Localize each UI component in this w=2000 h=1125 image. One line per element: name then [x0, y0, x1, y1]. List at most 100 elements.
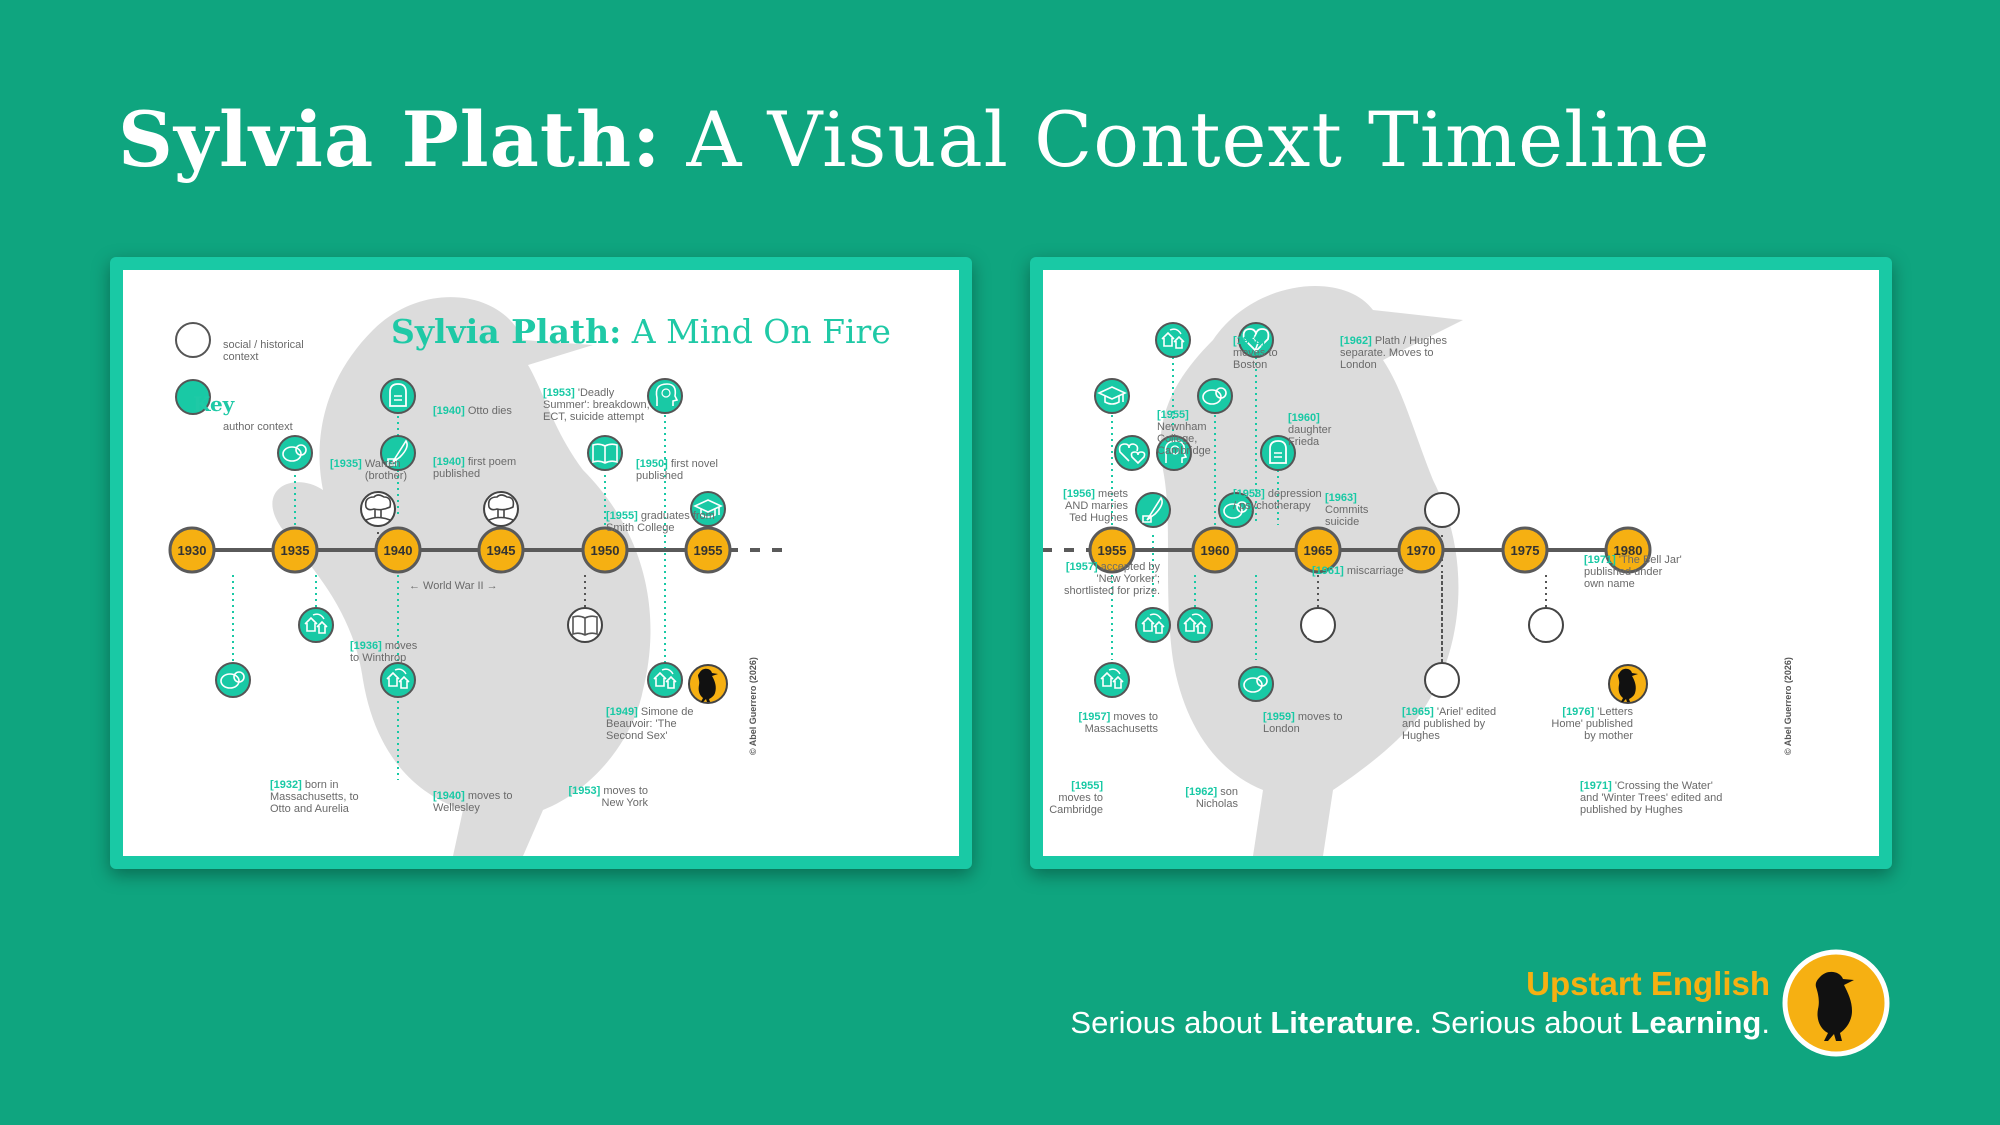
head-icon — [1164, 440, 1188, 463]
timeline-diagram-left: 1930 1935 1940 1945 1950 1955 — [168, 322, 788, 780]
year-marker-1970: 1970 — [1397, 526, 1445, 574]
frieda-marker — [1197, 378, 1233, 414]
newnham-marker — [1094, 378, 1130, 414]
gravestone-icon — [1269, 440, 1287, 464]
baby-icon — [1223, 501, 1248, 519]
wellesley-marker — [380, 662, 416, 698]
otto-marker — [380, 378, 416, 414]
event-new-york: [1953] moves to New York — [568, 785, 649, 809]
event-warren: [1935] Warren (brother) — [330, 458, 408, 482]
quill-icon — [1431, 666, 1452, 693]
boston-marker — [1155, 322, 1191, 358]
winthrop-marker — [298, 607, 334, 643]
key-social-label: social / historical context — [223, 339, 304, 363]
event-meets-hughes: [1956] meets AND marries Ted Hughes — [1063, 488, 1128, 524]
quill-icon — [1142, 496, 1163, 523]
event-separate: [1962] Plath / Hughes separate. Moves to… — [1340, 335, 1448, 371]
event-mass: [1957] moves to Massachusetts — [1078, 711, 1159, 735]
year-label: 1940 — [384, 543, 413, 558]
quill-icon — [387, 439, 408, 466]
london-marker — [1177, 607, 1213, 643]
book-icon — [592, 443, 618, 464]
year-label: 1945 — [487, 543, 516, 558]
hearts-icon — [1118, 443, 1146, 465]
brand-name: Upstart English — [1526, 965, 1770, 1002]
event-london: [1959] moves to London — [1263, 711, 1343, 735]
house-move-icon — [1183, 613, 1207, 634]
key-social-circle — [175, 322, 211, 358]
copyright-label: © Abel Guerrero (2026) — [748, 657, 758, 755]
world-war-label: ← World War II → — [409, 580, 498, 592]
crow-badge — [1608, 664, 1648, 704]
year-marker-1930: 1930 — [168, 526, 216, 574]
year-label: 1960 — [1201, 543, 1230, 558]
broken-heart-icon — [1242, 328, 1270, 353]
bell-jar-marker — [1424, 492, 1460, 528]
smith-marker — [690, 491, 726, 527]
event-letters: [1976] 'Letters Home' published by mothe… — [1551, 706, 1633, 742]
meets-hughes-marker — [1114, 435, 1150, 471]
copyright-label: © Abel Guerrero (2026) — [1783, 657, 1793, 755]
event-bell-jar: [1971] 'The Bell Jar' published under ow… — [1584, 554, 1682, 590]
open-book-icon — [572, 615, 598, 636]
house-move-icon — [653, 668, 677, 689]
year-marker-1975: 1975 — [1501, 526, 1549, 574]
house-move-icon — [304, 613, 328, 634]
suicide-marker — [1260, 435, 1296, 471]
brand-tagline: Serious about Literature. Serious about … — [1070, 1005, 1770, 1040]
crow-icon — [698, 668, 718, 702]
year-label: 1950 — [591, 543, 620, 558]
year-marker-1940: 1940 — [374, 526, 422, 574]
branding: Upstart English Serious about Literature… — [1070, 965, 1770, 1043]
miscarriage-marker — [1218, 492, 1254, 528]
warren-marker — [277, 435, 313, 471]
key-title: Key — [193, 392, 235, 416]
baby-icon — [1243, 675, 1268, 693]
event-new-yorker: [1957] accepted by 'New Yorker'; shortli… — [1064, 561, 1160, 597]
house-move-icon — [386, 668, 410, 689]
mushroom-cloud-icon — [487, 494, 515, 521]
year-label: 1955 — [1098, 543, 1127, 558]
key-author-circle — [175, 379, 211, 415]
quill-icon — [1431, 496, 1452, 523]
graduation-cap-icon — [693, 499, 723, 518]
crow-silhouette-icon — [272, 297, 651, 856]
mass-marker — [1135, 607, 1171, 643]
nicholas-marker — [1238, 666, 1274, 702]
new-yorker-marker — [1135, 492, 1171, 528]
event-crossing: [1971] 'Crossing the Water' and 'Winter … — [1580, 780, 1723, 816]
event-miscarriage: [1961] miscarriage — [1312, 565, 1404, 577]
year-marker-1955: 1955 — [684, 526, 732, 574]
year-marker-1945: 1945 — [477, 526, 525, 574]
event-frieda: [1960] daughter Frieda — [1288, 412, 1332, 448]
event-boston: [1958] moves to Boston — [1233, 335, 1278, 371]
crow-icon — [1618, 668, 1638, 702]
first-poem-marker — [380, 435, 416, 471]
born-marker — [215, 662, 251, 698]
year-marker-1950: 1950 — [581, 526, 629, 574]
event-wellesley: [1940] moves to Wellesley — [433, 790, 513, 814]
year-marker-1935: 1935 — [271, 526, 319, 574]
event-smith-grad: [1955] graduates from Smith College — [606, 510, 715, 534]
quill-icon — [1535, 611, 1556, 638]
house-move-icon — [1141, 613, 1165, 634]
head-icon — [655, 383, 679, 406]
first-novel-marker — [587, 435, 623, 471]
quill-icon — [1307, 611, 1328, 638]
event-first-novel: [1950] first novel published — [636, 458, 718, 482]
house-move-icon — [1100, 668, 1124, 689]
event-beauvoir: [1949] Simone de Beauvoir: 'The Second S… — [606, 706, 694, 742]
separate-marker — [1238, 322, 1274, 358]
event-first-poem: [1940] first poem published — [433, 456, 517, 480]
event-cambridge: [1955] moves to Cambridge — [1049, 780, 1103, 816]
page-title: Sylvia Plath: A Visual Context Timeline — [118, 95, 1711, 184]
war-end-marker — [483, 491, 519, 527]
event-nicholas: [1962] son Nicholas — [1185, 786, 1238, 810]
baby-icon — [1202, 387, 1227, 405]
mushroom-cloud-icon — [364, 494, 392, 521]
event-winthrop: [1936] moves to Winthrop — [350, 640, 418, 664]
crow-logo-icon — [1782, 949, 1890, 1057]
